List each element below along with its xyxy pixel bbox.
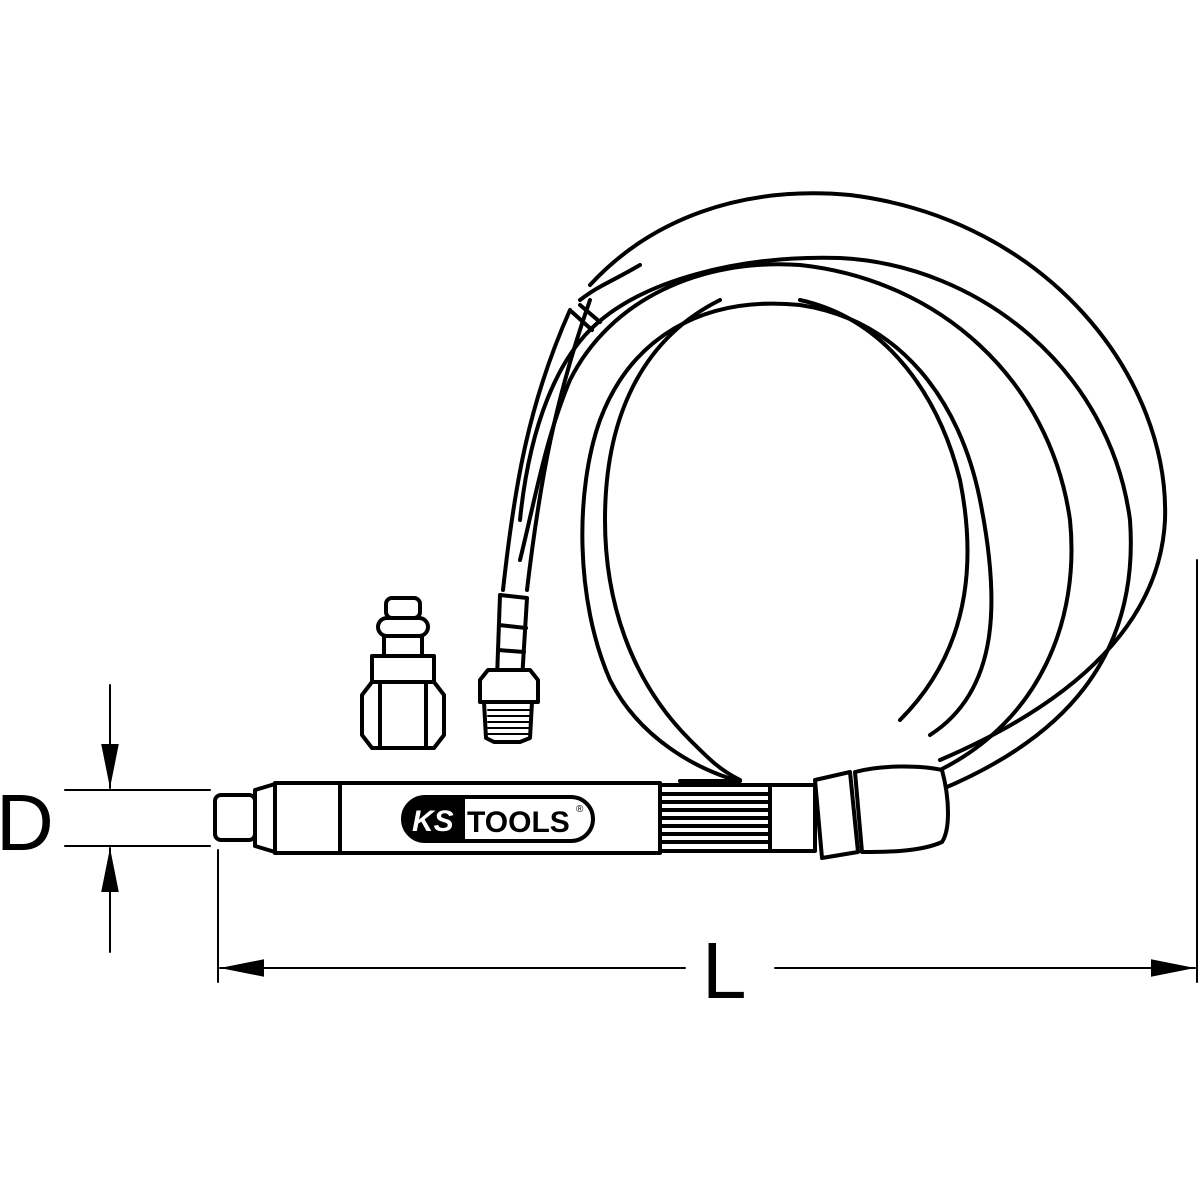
diameter-label: D xyxy=(0,778,54,867)
pencil-grinder-body xyxy=(213,764,950,860)
length-label: L xyxy=(702,926,747,1015)
ks-tools-logo: KS TOOLS ® xyxy=(401,795,595,843)
logo-registered-mark: ® xyxy=(576,804,584,815)
hose-coil xyxy=(501,191,1168,792)
coupling-plug xyxy=(360,596,446,750)
hose-fitting xyxy=(478,593,540,744)
knurled-grip xyxy=(660,792,770,844)
diameter-dimension: D xyxy=(0,684,211,953)
length-dimension: L xyxy=(217,559,1198,1015)
logo-tools-text: TOOLS xyxy=(467,806,570,839)
logo-ks-text: KS xyxy=(412,805,454,838)
